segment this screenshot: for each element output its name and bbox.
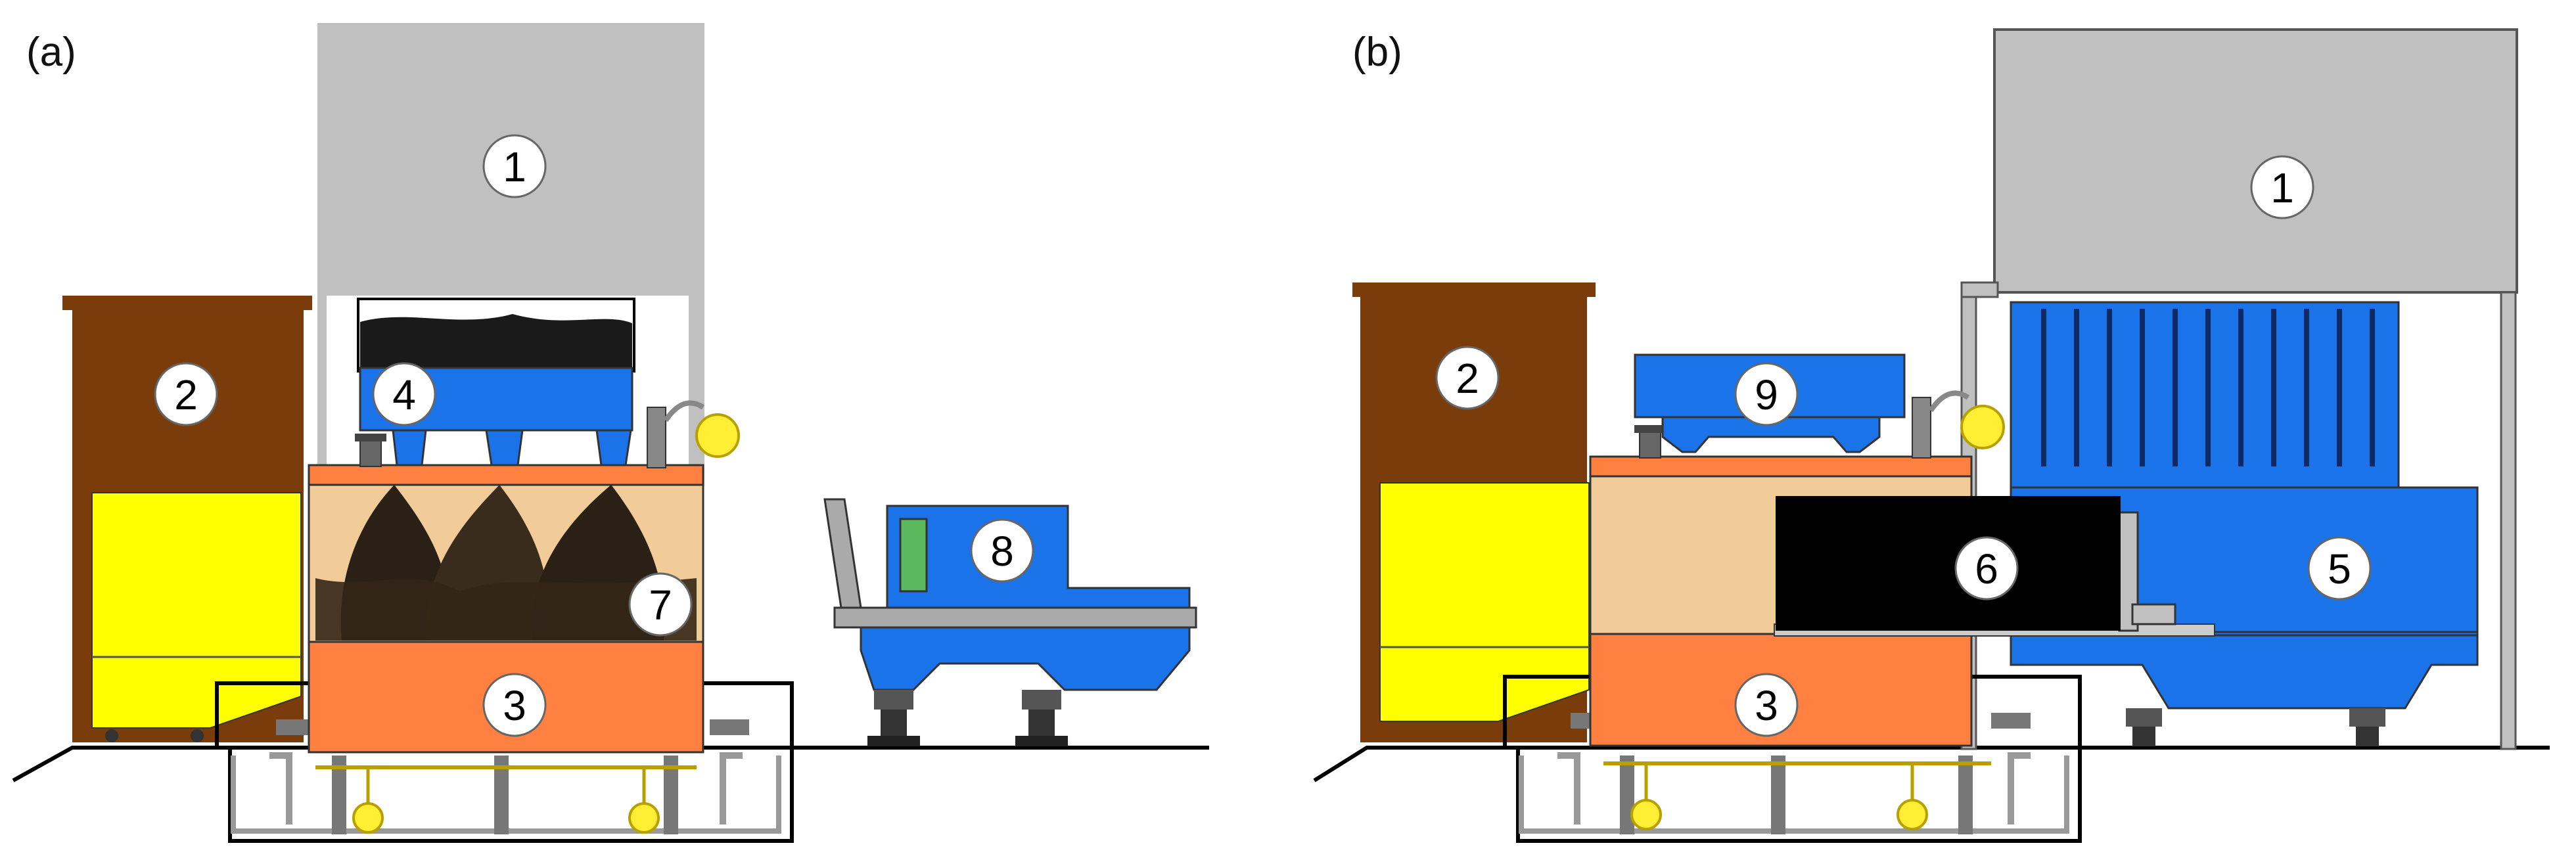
marker-a-2-text: 2 — [174, 371, 198, 418]
marker-b-1: 1 — [2250, 155, 2314, 219]
marker-a-3: 3 — [482, 673, 547, 737]
marker-b-6-text: 6 — [1975, 545, 1998, 593]
panel-b: (b) — [1313, 28, 2550, 843]
tan-box-7 — [308, 400, 740, 643]
marker-a-1-text: 1 — [503, 143, 526, 191]
panel-b-label: (b) — [1352, 30, 1402, 75]
marker-b-3-text: 3 — [1755, 682, 1778, 729]
brown-cabinet-2-b — [1352, 282, 1596, 742]
ground-line-b — [1313, 746, 2550, 782]
marker-a-4: 4 — [372, 362, 436, 426]
marker-a-8: 8 — [970, 518, 1034, 583]
ground-line — [12, 746, 1209, 782]
marker-b-2: 2 — [1435, 346, 1500, 410]
blue-cart-8 — [823, 498, 1197, 746]
grey-block-1 — [317, 23, 704, 486]
marker-b-9: 9 — [1734, 362, 1799, 426]
marker-a-2: 2 — [154, 362, 218, 426]
marker-a-4-text: 4 — [392, 371, 416, 418]
marker-a-8-text: 8 — [990, 528, 1014, 575]
panel-a-label: (a) — [26, 30, 76, 75]
pit-frame-b — [1503, 675, 2082, 843]
marker-a-1: 1 — [482, 134, 547, 198]
marker-b-1-text: 1 — [2270, 164, 2294, 212]
black-block-6 — [1774, 496, 2215, 637]
marker-b-3: 3 — [1734, 673, 1799, 737]
marker-b-9-text: 9 — [1755, 371, 1778, 418]
marker-a-7-text: 7 — [649, 581, 672, 629]
marker-a-3-text: 3 — [503, 682, 526, 729]
marker-a-7: 7 — [628, 572, 693, 637]
marker-b-2-text: 2 — [1456, 355, 1479, 402]
brown-cabinet-2 — [62, 296, 312, 742]
marker-b-6: 6 — [1954, 536, 2019, 600]
marker-b-5: 5 — [2307, 536, 2372, 600]
marker-b-5-text: 5 — [2328, 545, 2351, 593]
panel-a: (a) — [12, 23, 1209, 843]
